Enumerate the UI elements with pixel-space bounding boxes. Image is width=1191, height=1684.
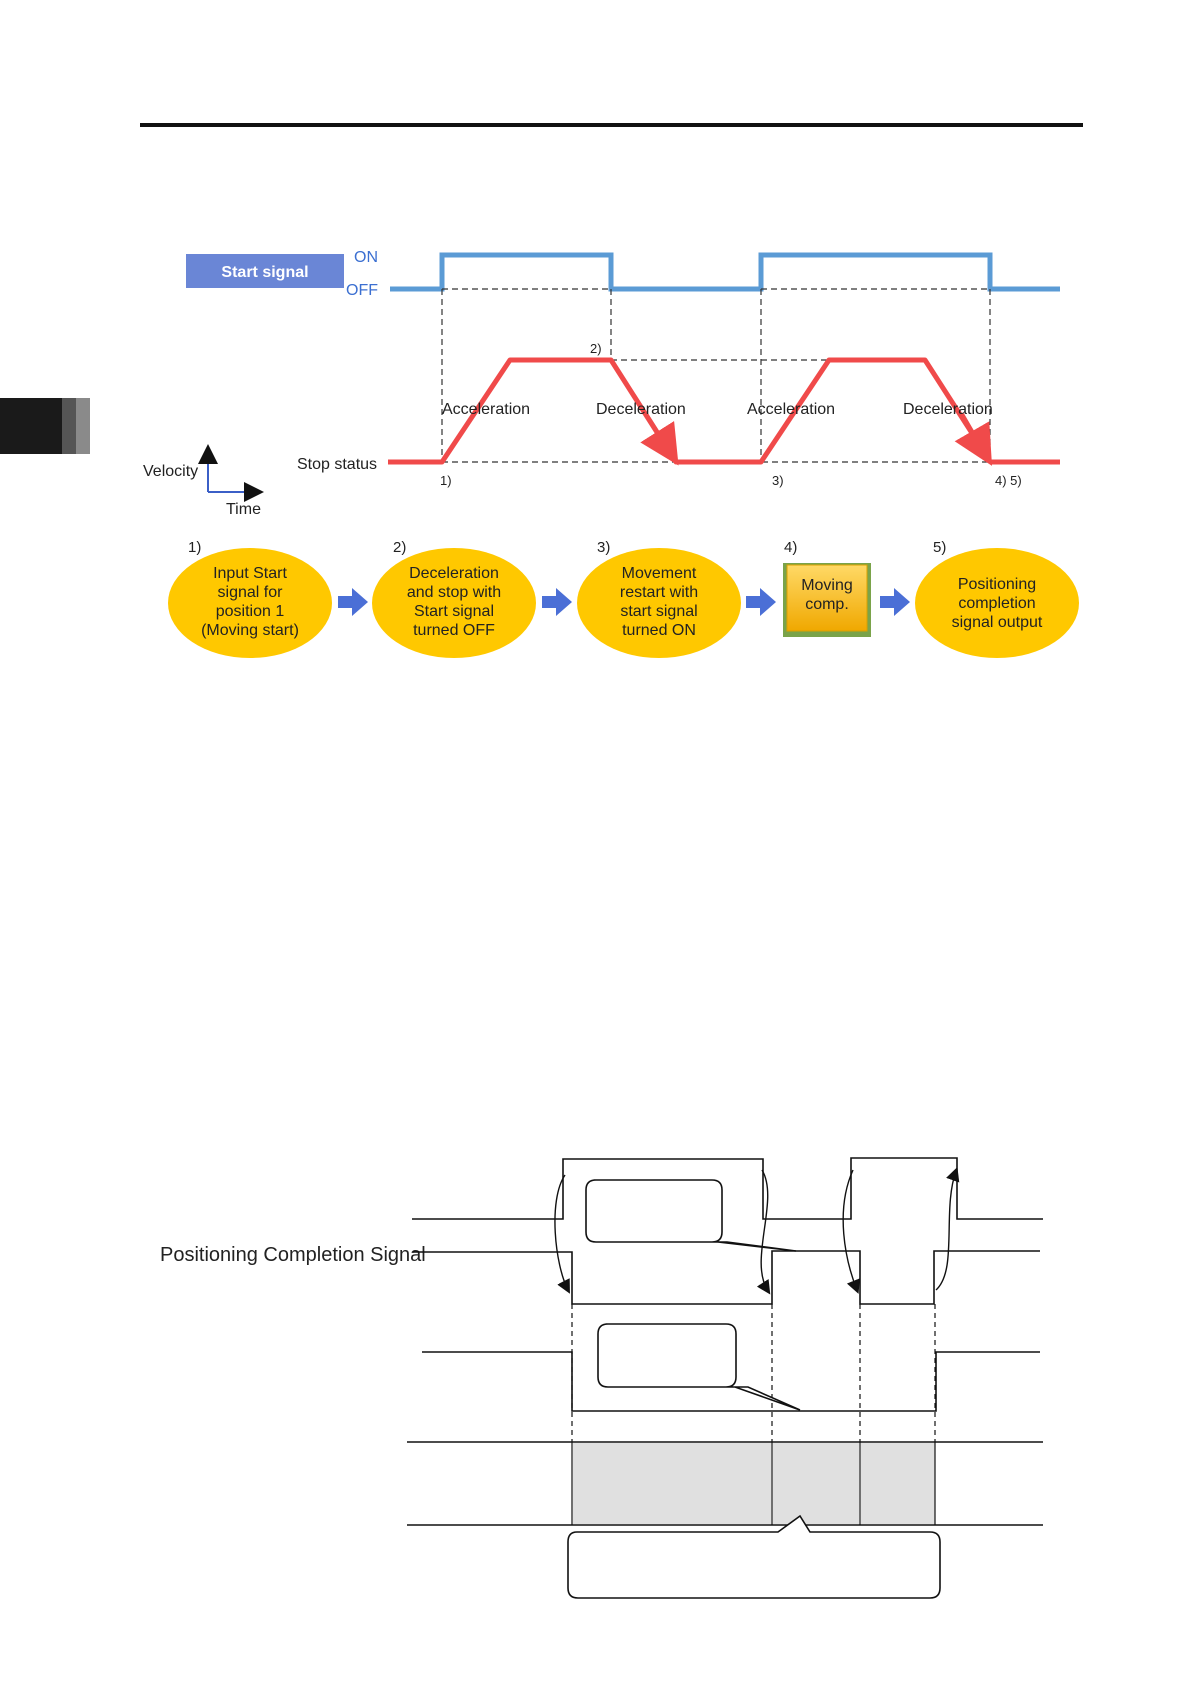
velocity-arrow-2 [954, 412, 993, 466]
step-5-line-3: signal output [952, 614, 1043, 631]
shaded-segment-2 [773, 1443, 859, 1524]
step-1-line-2: signal for [218, 584, 284, 601]
step-5-line-2: completion [958, 595, 1035, 612]
off-label: OFF [346, 282, 378, 299]
positioning-completion-signal-waveform [413, 1250, 1040, 1305]
step-2-ellipse [372, 548, 536, 658]
acceleration-label-1: Acceleration [442, 401, 530, 418]
on-label: ON [354, 249, 378, 266]
step-4-line-2: comp. [805, 596, 849, 613]
time-label: Time [226, 501, 261, 518]
chapter-side-tab [0, 398, 90, 454]
callout-3 [567, 1514, 941, 1599]
causal-arrows [554, 1167, 960, 1295]
point-3-label: 3) [772, 473, 784, 488]
shaded-segment-3 [861, 1443, 935, 1524]
step-5-ellipse [915, 548, 1079, 658]
step-3-line-4: turned ON [622, 622, 696, 639]
flow-arrow-3 [746, 588, 776, 616]
velocity-label: Velocity [143, 463, 198, 480]
deceleration-label-1: Deceleration [596, 401, 686, 418]
step-1-number: 1) [188, 539, 201, 556]
step-1-line-1: Input Start [213, 565, 287, 582]
step-2-line-2: and stop with [407, 584, 501, 601]
velocity-arrow-1 [640, 412, 679, 466]
point-1-label: 1) [440, 473, 452, 488]
guide-lines [441, 288, 1060, 463]
stop-status-label: Stop status [297, 456, 377, 473]
flow-arrow-2 [542, 588, 572, 616]
step-3-number: 3) [597, 539, 610, 556]
flow-arrow-4 [880, 588, 910, 616]
point-45-label: 4) 5) [995, 473, 1022, 488]
flow-steps: 1) Input Start signal for position 1 (Mo… [168, 539, 1079, 658]
step-3-ellipse [577, 548, 741, 658]
step-4-box [783, 563, 871, 637]
step-3-line-1: Movement [622, 565, 697, 582]
bottom-timing-diagram: Positioning Completion Signal [160, 1157, 1043, 1599]
step-4-number: 4) [784, 539, 797, 556]
callout-1 [585, 1179, 797, 1252]
step-1-line-4: (Moving start) [201, 622, 299, 639]
shaded-segment-1 [573, 1443, 771, 1524]
start-signal-waveform [390, 252, 1060, 292]
step-4-line-1: Moving [801, 577, 853, 594]
start-signal-label-box [186, 254, 344, 288]
start-signal-diagram: Start signal ON OFF 1) 2) 3) 4) 5) Accel… [143, 249, 1060, 518]
signal-1-waveform [412, 1157, 1043, 1220]
signal-3-waveform [422, 1351, 1040, 1412]
point-2-label: 2) [590, 341, 602, 356]
acceleration-label-2: Acceleration [747, 401, 835, 418]
step-2-number: 2) [393, 539, 406, 556]
step-2-line-4: turned OFF [413, 622, 495, 639]
positioning-completion-signal-label: Positioning Completion Signal [160, 1244, 426, 1266]
step-2-line-3: Start signal [414, 603, 494, 620]
segment-dividers [571, 1442, 936, 1525]
flow-arrow-1 [338, 588, 368, 616]
step-1-ellipse [168, 548, 332, 658]
step-3-line-2: restart with [620, 584, 698, 601]
deceleration-label-2: Deceleration [903, 401, 993, 418]
step-1-line-3: position 1 [216, 603, 285, 620]
timing-guides [571, 1304, 936, 1442]
start-signal-label: Start signal [221, 264, 308, 281]
callout-2 [597, 1323, 801, 1411]
step-3-line-3: start signal [620, 603, 697, 620]
step-5-number: 5) [933, 539, 946, 556]
step-5-line-1: Positioning [958, 576, 1036, 593]
step-2-line-1: Deceleration [409, 565, 499, 582]
